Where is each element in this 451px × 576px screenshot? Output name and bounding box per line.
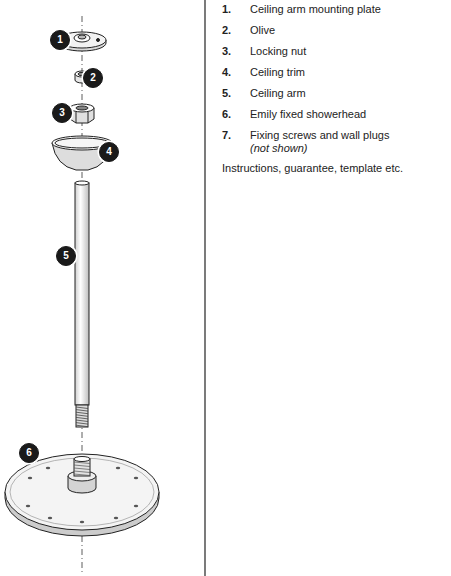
showerhead: [5, 454, 159, 536]
callout-number: 2: [83, 68, 103, 88]
item-number: 5.: [222, 87, 231, 100]
callout-text: 3: [59, 108, 65, 118]
callout-text: 5: [63, 251, 69, 261]
part-name: (not shown): [250, 142, 307, 155]
callout-text: 1: [57, 35, 63, 45]
item-number: 3.: [222, 45, 231, 58]
callout-text: 4: [106, 147, 112, 157]
part-name: Locking nut: [250, 45, 306, 58]
item-number: 2.: [222, 24, 231, 37]
callout-number: 4: [99, 142, 119, 162]
ceiling-arm: [75, 181, 89, 427]
callout-text: 2: [90, 73, 96, 83]
callout-text: 6: [26, 448, 32, 458]
item-number: 7.: [222, 129, 231, 142]
callout-number: 6: [19, 443, 39, 463]
callout-number: 1: [50, 30, 70, 50]
part-name: Ceiling arm: [250, 87, 306, 100]
item-number: 1.: [222, 3, 231, 16]
locking-nut: [70, 104, 94, 123]
item-number: 4.: [222, 66, 231, 79]
part-name: Ceiling trim: [250, 66, 305, 79]
divider-line: [204, 0, 205, 576]
part-name: Olive: [250, 24, 275, 37]
callout-number: 5: [56, 246, 76, 266]
callout-number: 3: [52, 103, 72, 123]
part-name: Fixing screws and wall plugs: [250, 129, 389, 142]
item-number: 6.: [222, 108, 231, 121]
part-name: Ceiling arm mounting plate: [250, 3, 381, 16]
part-name: Instructions, guarantee, template etc.: [222, 162, 403, 175]
part-name: Emily fixed showerhead: [250, 108, 366, 121]
